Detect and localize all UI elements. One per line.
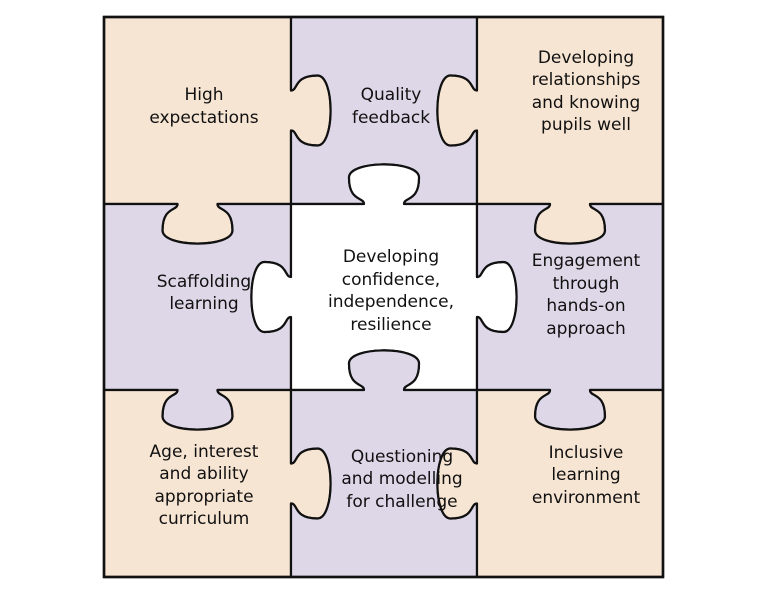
label-high-expectations: High expectations xyxy=(149,85,259,128)
label-inclusive-environment: Inclusive learning environment xyxy=(531,442,641,508)
label-appropriate-curriculum: Age, interest and ability appropriate cu… xyxy=(149,441,259,530)
piece-outlines xyxy=(102,15,665,579)
label-quality-feedback: Quality feedback xyxy=(351,85,431,128)
label-engagement: Engagement through hands-on approach xyxy=(531,251,641,339)
label-questioning-modelling: Questioning and modelling for challenge xyxy=(341,446,463,512)
label-confidence-resilience: Developing confidence, independence, res… xyxy=(327,247,454,335)
label-scaffolding-learning: Scaffolding learning xyxy=(156,271,252,315)
piece-fills xyxy=(102,15,665,579)
label-developing-relationships: Developing relationships and knowing pup… xyxy=(531,47,641,136)
puzzle-frame xyxy=(102,15,665,579)
